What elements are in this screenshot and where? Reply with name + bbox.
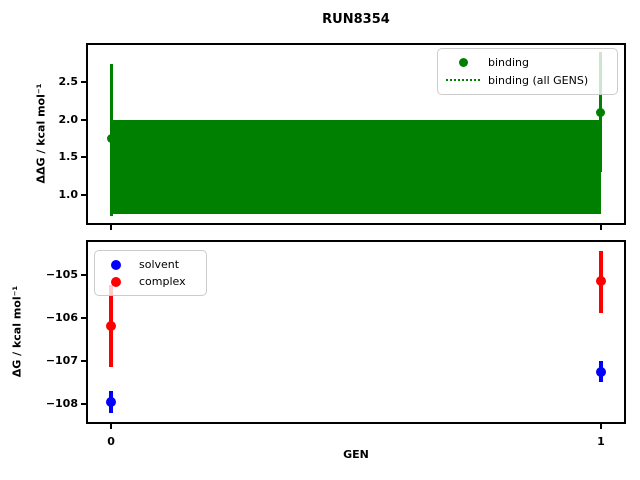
top-legend: binding binding (all GENS) — [437, 48, 618, 95]
ytick-mark — [81, 402, 86, 405]
legend-label: solvent — [139, 258, 180, 271]
legend-label: binding — [488, 56, 530, 70]
bottom-plot-layer: −105 −106 −107 −108 0 1 — [46, 242, 624, 448]
xtick-mark — [599, 225, 602, 230]
ytick-label: 1.5 — [58, 150, 79, 164]
xlabel: GEN — [343, 448, 369, 461]
xtick-label: 0 — [107, 435, 115, 448]
ytick-label: 2.5 — [58, 75, 79, 89]
ytick-label: 1.0 — [58, 187, 79, 201]
xtick-label: 1 — [597, 435, 605, 448]
legend-item-binding-all-gens: binding (all GENS) — [446, 74, 609, 87]
binding-point-gen1 — [596, 107, 606, 117]
figure-title: RUN8354 — [322, 12, 390, 27]
ytick-mark — [81, 316, 86, 319]
confidence-band-binding-all-gens- — [111, 119, 601, 215]
legend-item-complex: complex — [103, 275, 198, 288]
bottom-legend: solvent complex — [94, 250, 207, 296]
complex-marker-icon — [103, 276, 129, 287]
legend-label: complex — [139, 275, 186, 288]
binding-point-gen0 — [106, 133, 116, 143]
xtick-mark — [110, 225, 113, 230]
ytick-mark — [81, 118, 86, 121]
ytick-mark — [81, 81, 86, 84]
bottom-ylabel: ΔG / kcal mol⁻¹ — [10, 285, 24, 378]
ytick-mark — [81, 193, 86, 196]
ytick-mark — [81, 273, 86, 276]
legend-item-solvent: solvent — [103, 258, 198, 271]
ytick-mark — [81, 359, 86, 362]
ytick-label: −105 — [45, 267, 78, 281]
ytick-mark — [81, 156, 86, 159]
xtick-mark — [110, 424, 113, 429]
complex-point-gen1 — [595, 276, 606, 287]
ytick-label: −106 — [45, 310, 78, 324]
top-plot-layer: 2.5 2.0 1.5 1.0 — [59, 45, 624, 230]
solvent-point-gen1 — [595, 366, 606, 377]
legend-item-binding: binding — [446, 56, 609, 69]
solvent-point-gen0 — [106, 396, 117, 407]
ytick-label: −108 — [45, 396, 78, 410]
top-axes: 2.5 2.0 1.5 1.0 binding binding (all GENS) — [59, 43, 626, 230]
dotted-line-icon — [446, 79, 480, 82]
bottom-axes: −105 −106 −107 −108 0 1 solvent complex — [46, 240, 626, 448]
legend-label: binding (all GENS) — [488, 73, 589, 87]
complex-point-gen0 — [106, 321, 117, 332]
ytick-label: 2.0 — [58, 112, 79, 126]
binding-marker-icon — [446, 58, 480, 68]
xtick-mark — [599, 424, 602, 429]
ytick-label: −107 — [45, 353, 78, 367]
solvent-marker-icon — [103, 259, 129, 270]
